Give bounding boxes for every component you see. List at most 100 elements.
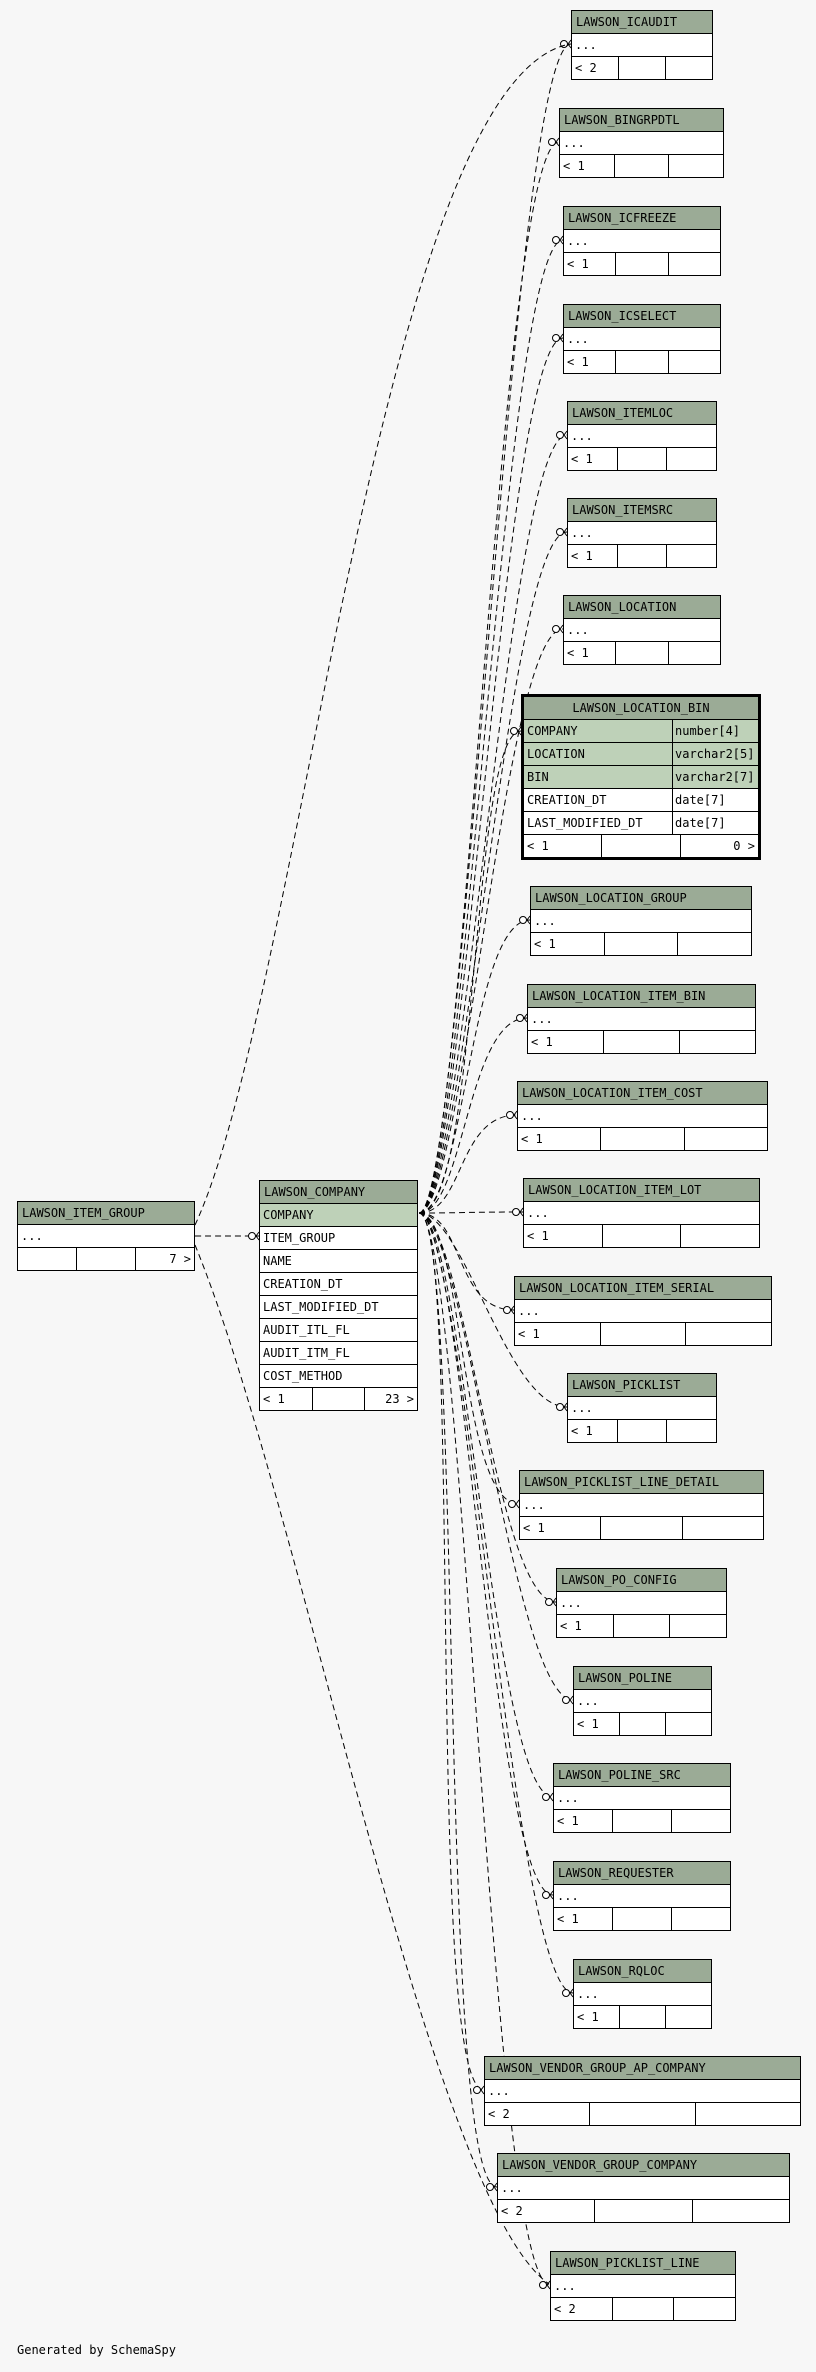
parents-count: < 1 — [521, 1132, 543, 1146]
parents-count: < 1 — [563, 159, 585, 173]
column-name: NAME — [263, 1254, 292, 1268]
table-lawson-po-config[interactable]: LAWSON_PO_CONFIG...< 1 — [556, 1568, 727, 1638]
table-title: LAWSON_VENDOR_GROUP_AP_COMPANY — [485, 2057, 800, 2080]
table-lawson-item-group[interactable]: LAWSON_ITEM_GROUP ... 7 > — [17, 1201, 195, 1271]
crows-foot-marker — [552, 625, 560, 633]
crows-foot-marker — [542, 1891, 550, 1899]
table-lawson-company[interactable]: LAWSON_COMPANY COMPANY ITEM_GROUP NAME C… — [259, 1180, 418, 1411]
columns-ellipsis: ... — [523, 1498, 545, 1512]
generated-by-footer: Generated by SchemaSpy — [17, 2343, 176, 2357]
column-last-modified-dt: LAST_MODIFIED_DT — [263, 1300, 379, 1314]
table-title: LAWSON_LOCATION_ITEM_COST — [518, 1082, 767, 1105]
parents-count: < 2 — [488, 2107, 510, 2121]
table-title: LAWSON_ITEMSRC — [568, 499, 716, 522]
crows-foot-marker-crow — [493, 2182, 498, 2192]
parents-count: < 1 — [557, 1814, 579, 1828]
crows-foot-marker-crow — [559, 235, 564, 245]
table-title: LAWSON_PICKLIST_LINE_DETAIL — [520, 1471, 763, 1494]
crows-foot-marker — [486, 2183, 494, 2191]
crows-foot-marker-crow — [559, 624, 564, 634]
relationship-line — [194, 43, 571, 1226]
table-lawson-location-item-bin[interactable]: LAWSON_LOCATION_ITEM_BIN...< 1 — [527, 984, 756, 1054]
table-lawson-requester[interactable]: LAWSON_REQUESTER...< 1 — [553, 1861, 731, 1931]
table-lawson-location[interactable]: LAWSON_LOCATION...< 1 — [563, 595, 721, 665]
columns-ellipsis: ... — [554, 2279, 576, 2293]
table-title: LAWSON_LOCATION — [564, 596, 720, 619]
parents-count: < 1 — [523, 1521, 545, 1535]
columns-ellipsis: ... — [531, 1012, 553, 1026]
table-title: LAWSON_LOCATION_BIN — [524, 697, 758, 720]
column-type: varchar2[7] — [672, 766, 758, 788]
crows-foot-marker — [556, 431, 564, 439]
relationship-line — [418, 141, 560, 1214]
crows-foot-marker — [556, 1403, 564, 1411]
table-title: LAWSON_LOCATION_ITEM_SERIAL — [515, 1277, 771, 1300]
relationship-line — [418, 1212, 498, 2188]
table-lawson-bingrpdtl[interactable]: LAWSON_BINGRPDTL... < 1 — [559, 108, 724, 178]
table-lawson-vendor-group-company[interactable]: LAWSON_VENDOR_GROUP_COMPANY...< 2 — [497, 2153, 790, 2223]
table-lawson-vendor-group-ap-company[interactable]: LAWSON_VENDOR_GROUP_AP_COMPANY...< 2 — [484, 2056, 801, 2126]
crows-foot-marker-crow — [563, 430, 568, 440]
columns-ellipsis: ... — [575, 38, 597, 52]
columns-ellipsis: ... — [557, 1791, 579, 1805]
relationship-line — [418, 1212, 568, 1408]
column-type: date[7] — [672, 789, 758, 811]
parents-count: < 1 — [527, 839, 549, 853]
columns-ellipsis: ... — [563, 136, 585, 150]
parents-count: < 1 — [263, 1392, 285, 1406]
crows-foot-marker — [512, 1208, 520, 1216]
table-title: LAWSON_VENDOR_GROUP_COMPANY — [498, 2154, 789, 2177]
relationship-line — [418, 239, 564, 1214]
column-cost-method: COST_METHOD — [263, 1369, 343, 1383]
relationship-line — [418, 1212, 554, 1798]
table-lawson-picklist[interactable]: LAWSON_PICKLIST...< 1 — [567, 1373, 717, 1443]
crows-foot-marker-crow — [515, 1499, 520, 1509]
table-lawson-itemloc[interactable]: LAWSON_ITEMLOC...< 1 — [567, 401, 717, 471]
crows-foot-marker-crow — [567, 39, 572, 49]
column-company: COMPANY — [263, 1208, 314, 1222]
table-lawson-location-group[interactable]: LAWSON_LOCATION_GROUP...< 1 — [530, 886, 752, 956]
table-lawson-poline[interactable]: LAWSON_POLINE...< 1 — [573, 1666, 712, 1736]
relationship-line — [418, 1212, 551, 2286]
table-lawson-picklist-line-detail[interactable]: LAWSON_PICKLIST_LINE_DETAIL... < 1 — [519, 1470, 764, 1540]
table-lawson-rqloc[interactable]: LAWSON_RQLOC...< 1 — [573, 1959, 712, 2029]
columns-ellipsis: ... — [567, 234, 589, 248]
columns-ellipsis: ... — [577, 1694, 599, 1708]
table-lawson-location-item-cost[interactable]: LAWSON_LOCATION_ITEM_COST...< 1 — [517, 1081, 768, 1151]
children-count: 23 > — [364, 1388, 417, 1410]
crows-foot-marker — [503, 1306, 511, 1314]
parents-count: < 2 — [554, 2302, 576, 2316]
table-lawson-itemsrc[interactable]: LAWSON_ITEMSRC...< 1 — [567, 498, 717, 568]
table-lawson-picklist-line[interactable]: LAWSON_PICKLIST_LINE...< 2 — [550, 2251, 736, 2321]
table-title: LAWSON_POLINE — [574, 1667, 711, 1690]
table-lawson-icaudit[interactable]: LAWSON_ICAUDIT...< 2 — [571, 10, 713, 80]
table-lawson-location-item-serial[interactable]: LAWSON_LOCATION_ITEM_SERIAL...< 1 — [514, 1276, 772, 1346]
relationship-line — [418, 1212, 574, 1701]
parents-count: < 1 — [518, 1327, 540, 1341]
table-lawson-location-item-lot[interactable]: LAWSON_LOCATION_ITEM_LOT...< 1 — [523, 1178, 760, 1248]
parents-count: < 1 — [571, 549, 593, 563]
columns-ellipsis: ... — [501, 2181, 523, 2195]
crows-foot-marker-crow — [519, 1207, 524, 1217]
relationship-line — [418, 730, 522, 1214]
column-creation-dt: CREATION_DT — [263, 1277, 343, 1291]
column-name: BIN — [527, 770, 549, 784]
parents-count: < 1 — [567, 646, 589, 660]
crows-foot-marker — [539, 2281, 547, 2289]
column-name: CREATION_DT — [527, 793, 607, 807]
table-title: LAWSON_POLINE_SRC — [554, 1764, 730, 1787]
columns-ellipsis: ... — [557, 1889, 579, 1903]
table-title: LAWSON_PICKLIST — [568, 1374, 716, 1397]
crows-foot-marker-crow — [549, 1792, 554, 1802]
table-lawson-icfreeze[interactable]: LAWSON_ICFREEZE...< 1 — [563, 206, 721, 276]
column-name: COMPANY — [527, 724, 578, 738]
table-title: LAWSON_BINGRPDTL — [560, 109, 723, 132]
table-lawson-icselect[interactable]: LAWSON_ICSELECT...< 1 — [563, 304, 721, 374]
crows-foot-marker — [548, 138, 556, 146]
crows-foot-marker — [510, 727, 518, 735]
crows-foot-marker-crow — [555, 137, 560, 147]
crows-foot-marker — [506, 1111, 514, 1119]
table-lawson-poline-src[interactable]: LAWSON_POLINE_SRC... < 1 — [553, 1763, 731, 1833]
